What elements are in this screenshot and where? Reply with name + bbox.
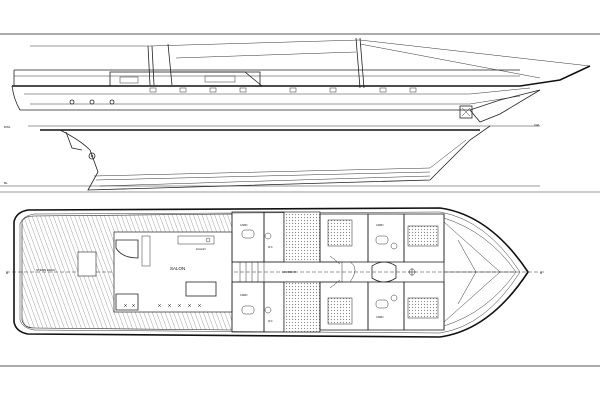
salon-label: SALON — [170, 266, 185, 271]
corridor-label: CORRIDOR — [282, 270, 296, 274]
galley-sink — [205, 237, 211, 243]
hull-topsides — [11, 65, 591, 123]
salon-chairs — [123, 303, 202, 308]
salon-cabinet — [141, 235, 151, 267]
galley-label: GALLEY — [196, 247, 206, 251]
stern-deck-label: STERN DECK — [36, 268, 55, 272]
cabin-label-3: CABIN — [376, 224, 384, 227]
stern-hatch — [77, 251, 97, 277]
bulwark — [13, 69, 520, 85]
forward-fixtures — [329, 255, 416, 289]
galley-counter — [177, 235, 215, 245]
underwater-hull — [59, 125, 491, 191]
bl-label: BL — [4, 181, 8, 185]
lwl-label: LWL — [534, 123, 540, 127]
salon-room — [113, 231, 233, 313]
wc-label-2: W.C. — [268, 320, 274, 323]
wc-label-1: W.C. — [268, 246, 274, 249]
salon-table — [185, 281, 217, 297]
plan-hull-outline — [13, 207, 529, 338]
masts — [30, 37, 591, 89]
stairs — [239, 262, 265, 282]
forepeak — [443, 214, 517, 330]
cabin-label-2: CABIN — [240, 294, 248, 297]
salon-sofa-bottom — [115, 293, 139, 311]
salon-sofa-left — [115, 239, 139, 259]
cabin-label-4: CABIN — [376, 316, 384, 319]
cabins-upper — [231, 211, 445, 263]
deck-house — [109, 71, 263, 87]
sheet-frame — [0, 33, 600, 367]
plan-view: ¢ ¢ SALON STERN DECK GALLEY CORRIDOR — [6, 207, 545, 338]
cl-marker-right: ¢ — [540, 270, 542, 275]
portholes — [69, 87, 417, 105]
cl-marker-left: ¢ — [6, 270, 8, 275]
cabins-lower — [231, 281, 445, 333]
waterline — [0, 125, 540, 187]
cabin-label-1: CABIN — [240, 224, 248, 227]
side-profile: DWL BL LWL — [0, 37, 591, 191]
dwl-label: DWL — [4, 125, 11, 129]
